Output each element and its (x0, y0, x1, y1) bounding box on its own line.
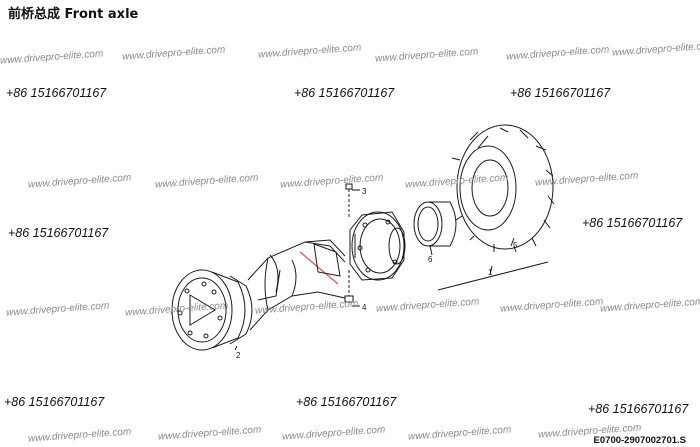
phone-number: +86 15166701167 (4, 395, 105, 409)
callout-2: 2 (236, 351, 241, 360)
callout-3: 3 (362, 187, 367, 196)
callout-4: 4 (362, 303, 367, 312)
phone-number: +86 15166701167 (6, 86, 107, 100)
phone-number: +86 15166701167 (296, 395, 397, 409)
callout-6: 6 (428, 255, 433, 264)
right-wheel-hub (349, 211, 406, 281)
bolt-part (345, 183, 353, 218)
leader-lines (234, 189, 549, 351)
diagram-title: 前桥总成 Front axle (8, 7, 139, 22)
phone-number: +86 15166701167 (588, 402, 689, 416)
nut-part (344, 270, 354, 303)
rim-ring-part (413, 201, 457, 247)
phone-number: +86 15166701167 (294, 86, 395, 100)
callout-5: 5 (513, 241, 518, 250)
left-wheel-hub (171, 269, 253, 351)
drawing-code: E0700-2907002701.S (593, 435, 686, 446)
tire-part (451, 124, 555, 253)
phone-number: +86 15166701167 (510, 86, 611, 100)
callout-1: 1 (488, 268, 493, 277)
phone-number: +86 15166701167 (8, 226, 109, 240)
axle-housing (247, 239, 346, 331)
phone-number: +86 15166701167 (582, 216, 683, 230)
